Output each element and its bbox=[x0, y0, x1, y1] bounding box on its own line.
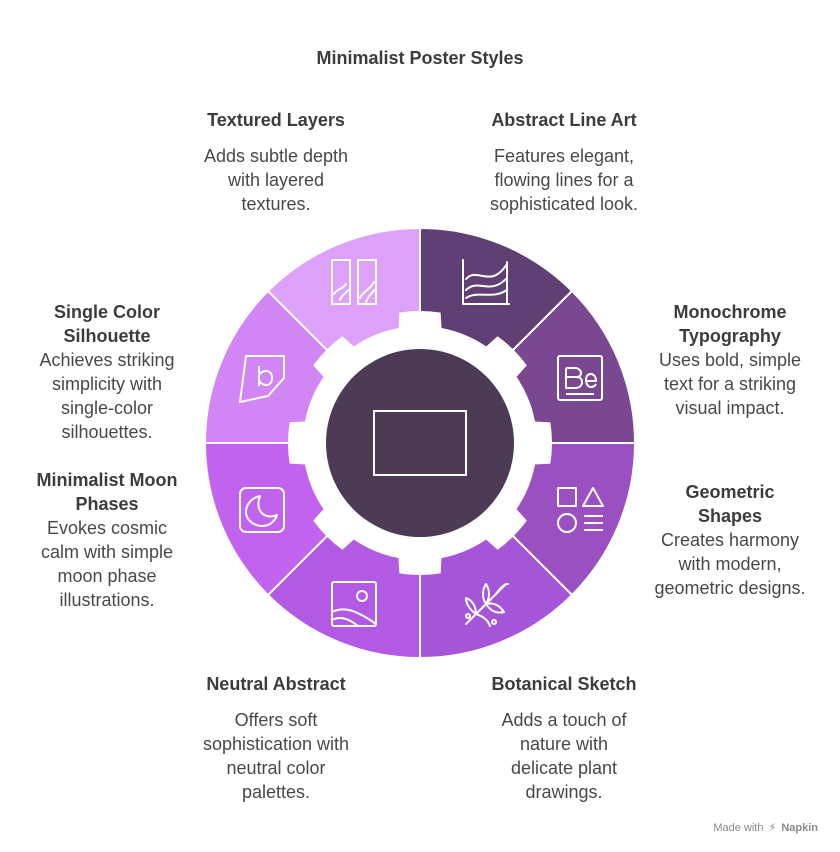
segment-title: Single Color Silhouette bbox=[53, 302, 160, 346]
segment-title: Geometric Shapes bbox=[685, 482, 775, 526]
segment-title: Botanical Sketch bbox=[491, 674, 637, 694]
wheel-notch bbox=[313, 336, 368, 391]
segment-title: Neutral Abstract bbox=[206, 674, 346, 694]
poster-frame-icon bbox=[373, 410, 467, 476]
brand-name: Napkin bbox=[781, 822, 818, 834]
behance-icon bbox=[557, 355, 603, 401]
line-chart-icon bbox=[462, 259, 510, 305]
silhouette-frame-icon bbox=[239, 355, 285, 403]
napkin-logo-icon: ⚡︎ bbox=[768, 822, 777, 834]
label-abstract-line-art: Abstract Line Art Features elegant, flow… bbox=[474, 108, 654, 216]
segment-description: Creates harmony with modern, geometric d… bbox=[654, 530, 806, 598]
segment-description: Offers soft sophistication with neutral … bbox=[202, 710, 350, 802]
shapes-icon bbox=[557, 487, 604, 533]
segment-title: Minimalist Moon Phases bbox=[36, 470, 178, 514]
label-textured-layers: Textured Layers Adds subtle depth with l… bbox=[186, 108, 366, 216]
wheel-notch bbox=[397, 311, 443, 346]
segment-description: Evokes cosmic calm with simple moon phas… bbox=[40, 518, 174, 610]
layered-panels-icon bbox=[331, 259, 377, 305]
label-neutral-abstract: Neutral Abstract Offers soft sophisticat… bbox=[188, 672, 364, 804]
footer-credit: Made with ⚡︎ Napkin bbox=[713, 821, 818, 834]
segment-description: Uses bold, simple text for a striking vi… bbox=[658, 350, 802, 418]
wheel-notch bbox=[313, 495, 368, 550]
diagram-title: Minimalist Poster Styles bbox=[316, 48, 524, 68]
segment-description: Features elegant, flowing lines for a so… bbox=[489, 146, 639, 214]
plant-icon bbox=[465, 583, 509, 627]
segment-title: Textured Layers bbox=[207, 110, 345, 130]
segment-description: Achieves striking simplicity with single… bbox=[39, 350, 175, 442]
label-minimalist-moon-phases: Minimalist Moon Phases Evokes cosmic cal… bbox=[22, 468, 192, 612]
label-single-color-silhouette: Single Color Silhouette Achieves strikin… bbox=[24, 300, 190, 444]
wheel-notch bbox=[472, 495, 527, 550]
label-botanical-sketch: Botanical Sketch Adds a touch of nature … bbox=[472, 672, 656, 804]
wheel-notch bbox=[288, 420, 323, 466]
wheel-notch bbox=[397, 540, 443, 576]
segment-title: Abstract Line Art bbox=[491, 110, 637, 130]
made-with-text: Made with bbox=[713, 822, 764, 834]
segment-description: Adds a touch of nature with delicate pla… bbox=[501, 710, 627, 802]
icons-group bbox=[239, 259, 604, 627]
center-circle bbox=[326, 349, 514, 537]
segment-title: Monochrome Typography bbox=[673, 302, 787, 346]
wheel-notch bbox=[517, 420, 552, 466]
segment-description: Adds subtle depth with layered textures. bbox=[203, 146, 349, 214]
label-geometric-shapes: Geometric Shapes Creates harmony with mo… bbox=[644, 480, 816, 600]
label-monochrome-typography: Monochrome Typography Uses bold, simple … bbox=[642, 300, 818, 420]
landscape-image-icon bbox=[331, 581, 377, 627]
wheel-notch bbox=[472, 336, 527, 391]
moon-icon bbox=[239, 487, 285, 533]
segments-group bbox=[203, 226, 637, 660]
